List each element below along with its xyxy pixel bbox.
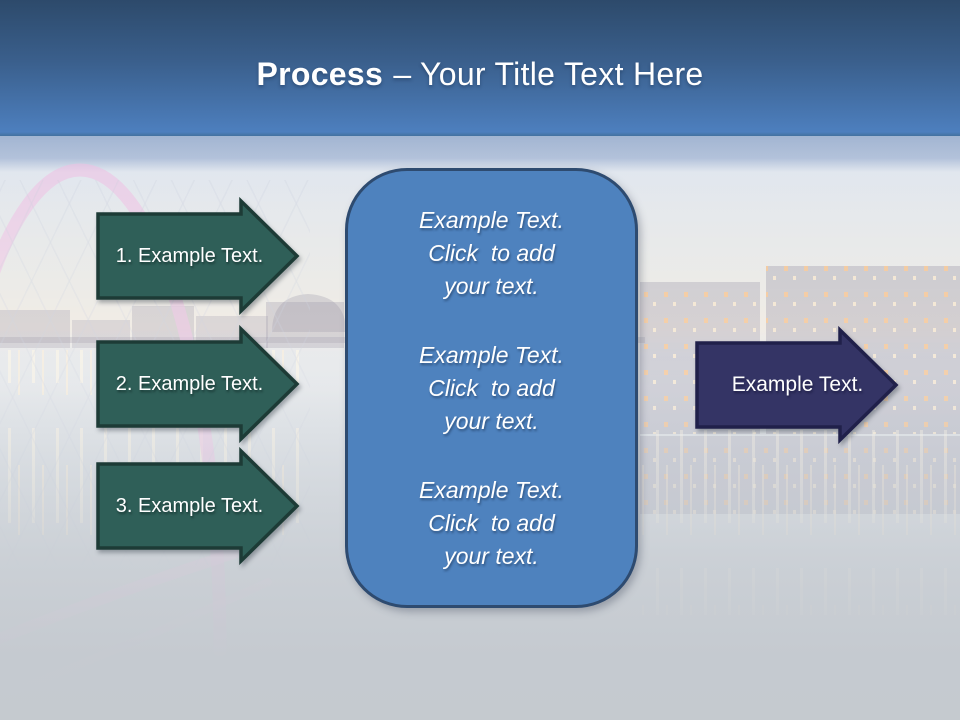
step-arrow-1[interactable]: 1. Example Text. [96, 196, 301, 316]
slide-title: Process– Your Title Text Here [256, 44, 703, 93]
step-arrow-shape [96, 446, 300, 566]
title-emphasis: Process [256, 55, 384, 92]
step-arrow-shape [96, 196, 300, 316]
step-arrow-1-label: 1. Example Text. [115, 244, 264, 267]
step-arrow-3-label: 3. Example Text. [115, 494, 264, 517]
step-arrow-2[interactable]: 2. Example Text. [96, 324, 301, 444]
center-text-panel[interactable]: Example Text. Click to add your text. Ex… [345, 168, 638, 608]
title-rest: – Your Title Text Here [393, 55, 704, 92]
output-arrow[interactable]: Example Text. [695, 325, 900, 445]
output-arrow-shape [695, 325, 899, 445]
panel-paragraph-1[interactable]: Example Text. Click to add your text. [419, 206, 564, 299]
panel-paragraph-3[interactable]: Example Text. Click to add your text. [419, 476, 564, 569]
panel-paragraph-2[interactable]: Example Text. Click to add your text. [419, 341, 564, 434]
title-bar: Process– Your Title Text Here [0, 0, 960, 136]
output-arrow-label: Example Text. [731, 373, 864, 396]
step-arrow-2-label: 2. Example Text. [115, 372, 264, 395]
step-arrow-3[interactable]: 3. Example Text. [96, 446, 301, 566]
step-arrow-shape [96, 324, 300, 444]
